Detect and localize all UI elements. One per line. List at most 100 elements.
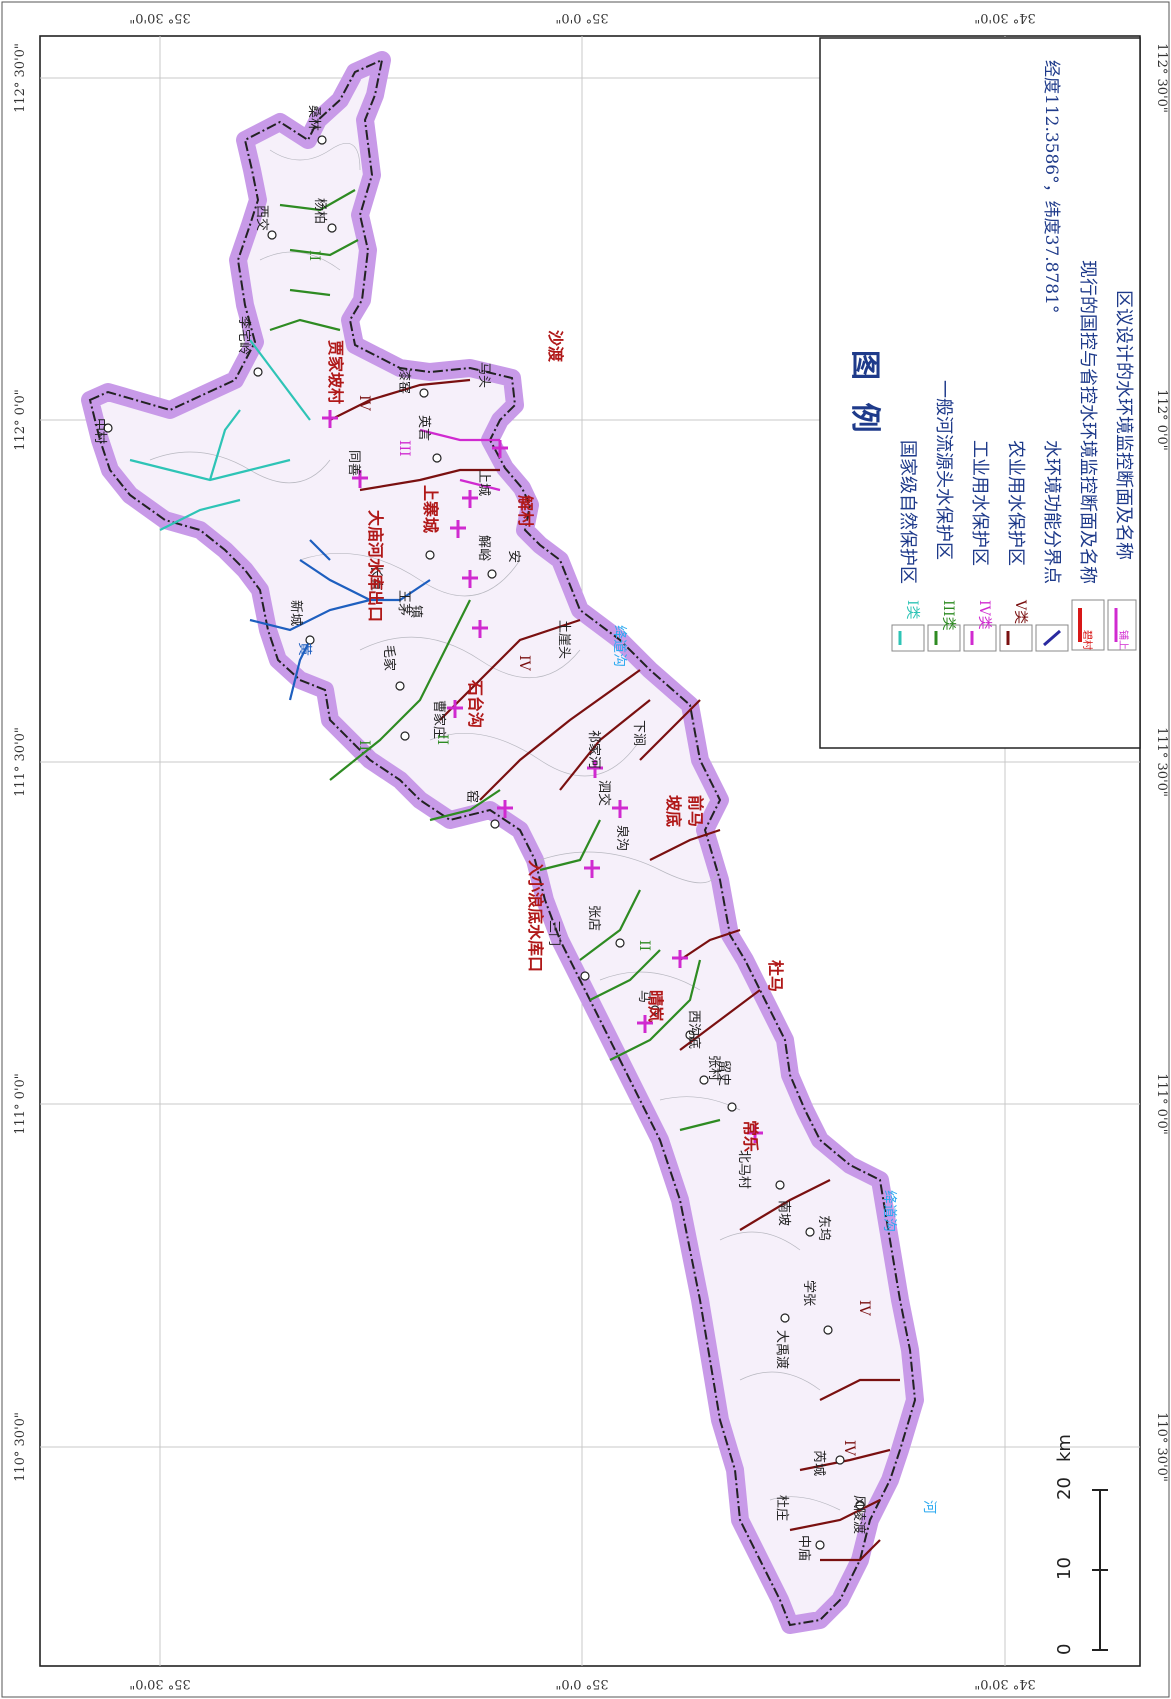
place-label: 漆窑 xyxy=(396,368,412,394)
class-label: 黄 xyxy=(296,642,313,656)
place-label: 安 xyxy=(506,550,521,563)
legend-desc: 国家级自然保护区 一般河流源头水保护区 工业用水保护区 农业用水保护区 水环境功… xyxy=(897,60,1134,584)
section-label: 上寨城 xyxy=(421,485,440,533)
section-label: 杜马 xyxy=(766,960,785,992)
class-label: IV xyxy=(841,1440,857,1457)
coord-left-4: 111° 0'0" xyxy=(13,1073,28,1135)
place-label: 泉沟 xyxy=(614,825,630,851)
coords-right: 112° 30'0" 112° 0'0" 111° 30'0" 111° 0'0… xyxy=(1154,43,1169,1482)
coords-bottom: 35° 30'0" 35° 0'0" 34° 30'0" xyxy=(129,1676,1036,1691)
place-label: 中村 xyxy=(92,418,107,444)
section-label: 常乐 xyxy=(741,1120,760,1152)
svg-text:IV类: IV类 xyxy=(976,600,992,630)
place-label: 西交 xyxy=(254,205,270,231)
legend-symbols xyxy=(891,599,1137,652)
place-label: 上城 xyxy=(476,470,491,496)
place-label: 东坞 xyxy=(816,1215,832,1241)
legend-sym-labels: I类 III类 IV类 V类 碧村 铺上 xyxy=(904,599,1130,650)
rivers-class-III xyxy=(269,189,721,1132)
svg-text:铺上: 铺上 xyxy=(1117,630,1130,650)
section-label: 石台沟 xyxy=(466,679,485,728)
place-label: 中庙 xyxy=(796,1535,811,1561)
place-label: 杜庄 xyxy=(774,1495,790,1521)
coord-bottom-3: 34° 30'0" xyxy=(974,1676,1036,1691)
place-label: 杨柏 xyxy=(312,198,327,224)
place-label: 长直 xyxy=(368,565,383,591)
class-label: II xyxy=(636,940,652,951)
section-label: 前马 xyxy=(686,795,705,827)
section-label: 沙渡 xyxy=(546,330,565,363)
legend-item-3: 工业用水保护区 xyxy=(969,440,990,566)
class-label: II xyxy=(306,250,322,261)
svg-text:碧村: 碧村 xyxy=(1081,630,1094,650)
legend-item-2: 一般河流源头水保护区 xyxy=(933,380,954,560)
place-labels: 中村 桑林 西交 杨柏 李宅岭 漆窑 马头 英言 同善 上城 解峪 安 长直 王… xyxy=(92,105,867,1561)
scale-bar xyxy=(1092,1489,1108,1651)
legend-item-1: 国家级自然保护区 xyxy=(897,440,918,584)
monitoring-sections xyxy=(322,410,763,1143)
place-label: 窑 xyxy=(464,790,480,803)
place-label: 留史 xyxy=(716,1060,731,1086)
region xyxy=(81,51,924,1634)
coords-top: 35° 30'0" 35° 0'0" 34° 30'0" xyxy=(129,10,1036,25)
svg-text:20: 20 xyxy=(1054,1477,1075,1500)
coord-bottom-1: 35° 30'0" xyxy=(129,1676,191,1691)
place-label: 镇 xyxy=(408,605,423,618)
rivers-class-IV xyxy=(419,428,501,492)
legend-item-6: 现行的国控与省控水环境监控断面及名称 xyxy=(1077,260,1098,584)
svg-text:III类: III类 xyxy=(940,600,956,631)
river-label: 河 xyxy=(921,1500,937,1514)
legend: 图 例 I类 III类 IV类 V类 碧村 铺上 国家 xyxy=(819,37,1141,749)
class-label: III xyxy=(396,440,412,457)
class-label: IV xyxy=(356,395,372,412)
legend-item-4: 农业用水保护区 xyxy=(1005,440,1026,566)
rivers-class-V xyxy=(329,378,900,1562)
coord-right-1: 112° 30'0" xyxy=(1154,43,1169,113)
coord-top-3: 34° 30'0" xyxy=(974,10,1036,25)
section-label: 入小浪底水库口 xyxy=(526,860,545,972)
place-label: 大禹渡 xyxy=(774,1330,790,1369)
coord-right-5: 110° 30'0" xyxy=(1154,1412,1169,1482)
place-label: 同善 xyxy=(346,450,362,476)
coord-bottom-2: 35° 0'0" xyxy=(555,1676,608,1691)
place-label: 土崖头 xyxy=(556,620,571,659)
place-label: 马头 xyxy=(476,362,491,388)
place-label: 学张 xyxy=(801,1280,817,1306)
section-label: 坡底 xyxy=(664,795,683,827)
rivers-class-I xyxy=(129,339,311,531)
class-label: II xyxy=(356,740,372,751)
place-label: 泗交 xyxy=(596,780,612,806)
section-labels: 贾家坡村 上寨城 解村 石台沟 坡底 前马 晴岚 杜马 常乐 沙渡 入小浪底水库… xyxy=(326,330,785,1152)
place-label: 芮城 xyxy=(811,1450,827,1476)
legend-item-7: 区议设计的水环境监控断面及名称 xyxy=(1113,290,1134,560)
place-label: 下涧 xyxy=(631,720,646,746)
place-label: 王茅 xyxy=(396,590,411,616)
class-label: IV xyxy=(516,655,532,672)
svg-text:0: 0 xyxy=(1054,1644,1075,1655)
legend-coord: 经度112.3586°，纬度37.8781° xyxy=(1041,60,1061,313)
rivers-class-II xyxy=(249,539,431,701)
coord-left-2: 112° 0'0" xyxy=(13,389,28,451)
svg-text:V类: V类 xyxy=(1012,599,1028,624)
place-label: 南坡 xyxy=(776,1200,792,1226)
coord-right-3: 111° 30'0" xyxy=(1154,727,1169,797)
place-label: 祁家河 xyxy=(586,730,602,769)
contours xyxy=(149,143,841,1511)
coord-right-4: 111° 0'0" xyxy=(1154,1073,1169,1135)
place-markers xyxy=(103,135,865,1550)
place-label: 桑林 xyxy=(306,105,321,131)
coord-left-1: 112° 30'0" xyxy=(13,43,28,113)
svg-text:km: km xyxy=(1054,1434,1075,1462)
coord-right-2: 112° 0'0" xyxy=(1154,389,1169,451)
coord-top-2: 35° 0'0" xyxy=(555,10,608,25)
scale-labels: 0 10 20 km xyxy=(1054,1434,1075,1655)
place-label: 张村 xyxy=(706,1055,721,1081)
legend-title: 图 例 xyxy=(847,350,882,438)
place-label: 解峪 xyxy=(476,535,491,561)
section-label: 贾家坡村 xyxy=(326,340,345,404)
coord-left-3: 111° 30'0" xyxy=(13,727,28,797)
section-label: 解村 xyxy=(516,495,535,527)
place-label: 毛家 xyxy=(381,645,397,671)
svg-text:I类: I类 xyxy=(904,600,920,620)
